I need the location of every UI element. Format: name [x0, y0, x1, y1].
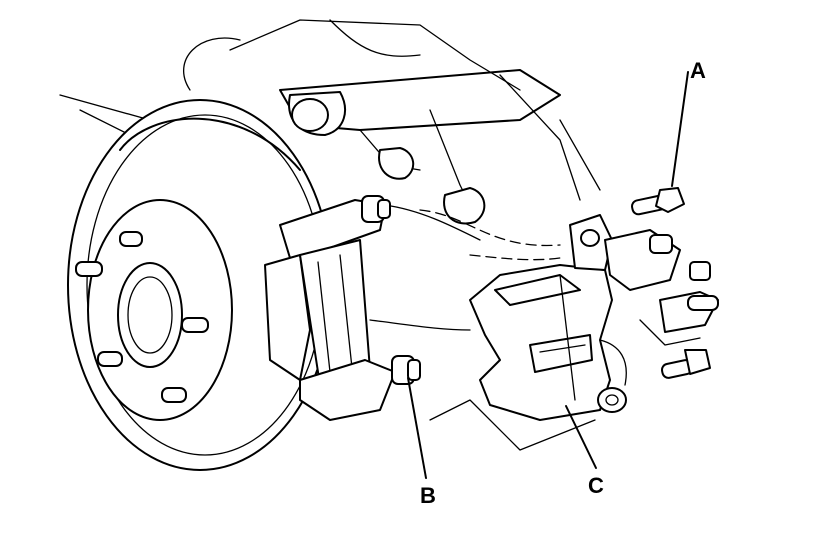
leader-c	[565, 405, 597, 469]
suspension-background	[59, 19, 601, 225]
slide-pin-upper	[361, 195, 391, 223]
callout-label-b: B	[420, 483, 436, 508]
caliper-bolt-lower	[660, 349, 711, 379]
caliper-body	[469, 214, 627, 421]
leader-b	[407, 377, 427, 479]
callout-label-c: C	[588, 473, 604, 498]
wheel-studs	[75, 231, 209, 403]
brake-hose	[604, 229, 719, 346]
brake-rotor	[67, 99, 333, 471]
caliper-bracket	[264, 199, 481, 421]
caliper-bolt-a	[631, 71, 689, 216]
slide-pin-lower	[391, 355, 421, 385]
callout-label-a: A	[690, 58, 706, 83]
